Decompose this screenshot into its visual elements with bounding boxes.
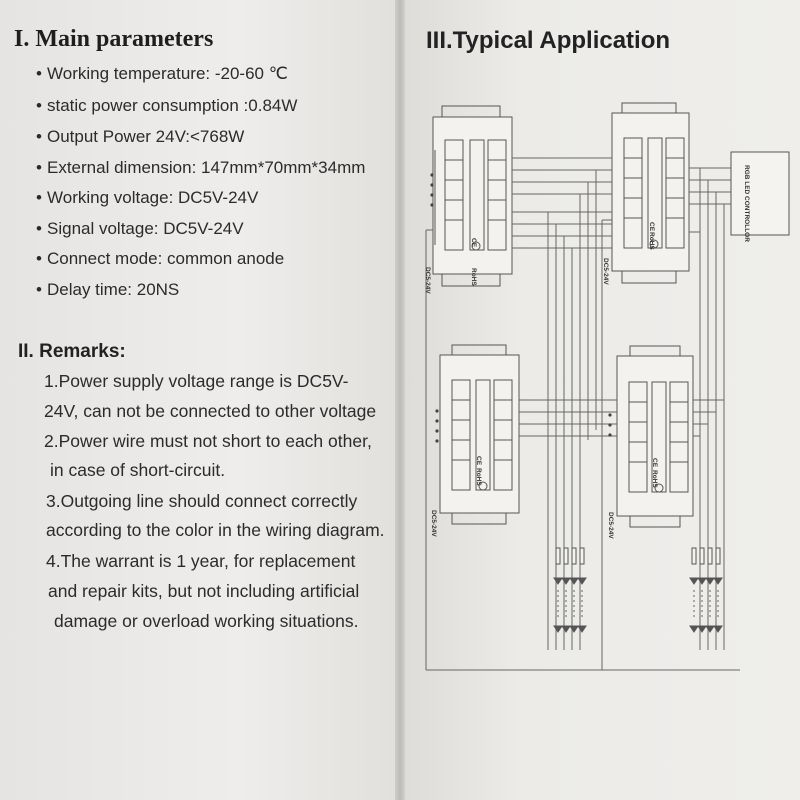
remark-line: 3.Outgoing line should connect correctly — [46, 491, 358, 511]
rohs-label: RoHS — [470, 268, 477, 286]
ce-label: CE — [651, 458, 658, 468]
wiring-diagram: RGB LED CONTROLLOR DC5-24V DC5-24V DC5-2… — [424, 102, 790, 671]
amplifier-bottom-right — [616, 345, 694, 528]
controller-label: RGB LED CONTROLLOR — [743, 165, 750, 242]
amplifier-top-left — [432, 105, 513, 287]
typical-application-heading: III.Typical Application — [426, 27, 671, 54]
param-item: •Working temperature: -20-60 ℃ — [36, 64, 288, 83]
ce-label: CE — [648, 222, 655, 232]
led-string-left — [553, 547, 587, 633]
remarks-heading: II. Remarks: — [18, 341, 126, 362]
param-item: •Output Power 24V:<768W — [36, 127, 245, 146]
rohs-label: RoHS — [475, 468, 482, 486]
amp-voltage-label: DC5-24V — [607, 512, 614, 539]
remark-line: 1.Power supply voltage range is DC5V- — [44, 371, 349, 391]
ce-label: CE — [475, 456, 482, 466]
amplifier-bottom-left — [439, 344, 520, 525]
remark-line: 24V, can not be connected to other volta… — [44, 401, 377, 421]
param-item: •static power consumption :0.84W — [36, 96, 298, 115]
remark-line: and repair kits, but not including artif… — [48, 581, 360, 601]
left-page — [0, 0, 398, 800]
rohs-label: RoHS — [651, 470, 658, 488]
remark-line: in case of short-circuit. — [50, 460, 226, 480]
rgb-controller-box — [730, 151, 790, 236]
remark-line: according to the color in the wiring dia… — [46, 520, 385, 540]
book-gutter — [395, 0, 405, 800]
amp-voltage-label: DC5-24V — [430, 510, 437, 537]
remark-line: 2.Power wire must not short to each othe… — [44, 431, 372, 451]
param-item: •Signal voltage: DC5V-24V — [36, 219, 244, 238]
param-item: •External dimension: 147mm*70mm*34mm — [36, 158, 366, 177]
rohs-label: RoHS — [648, 232, 655, 250]
remark-line: 4.The warrant is 1 year, for replacement — [46, 551, 356, 571]
param-item: •Connect mode: common anode — [36, 249, 285, 268]
amplifier-top-right — [611, 102, 690, 284]
amp-voltage-label: DC5-24V — [602, 258, 609, 285]
main-parameters-heading: I. Main parameters — [14, 26, 214, 52]
led-string-right — [689, 547, 723, 633]
ce-label: CE — [470, 238, 477, 248]
param-item: •Delay time: 20NS — [36, 280, 180, 299]
amp-voltage-label: DC5-24V — [424, 267, 431, 294]
param-item: •Working voltage: DC5V-24V — [36, 188, 259, 207]
remark-line: damage or overload working situations. — [54, 611, 359, 631]
